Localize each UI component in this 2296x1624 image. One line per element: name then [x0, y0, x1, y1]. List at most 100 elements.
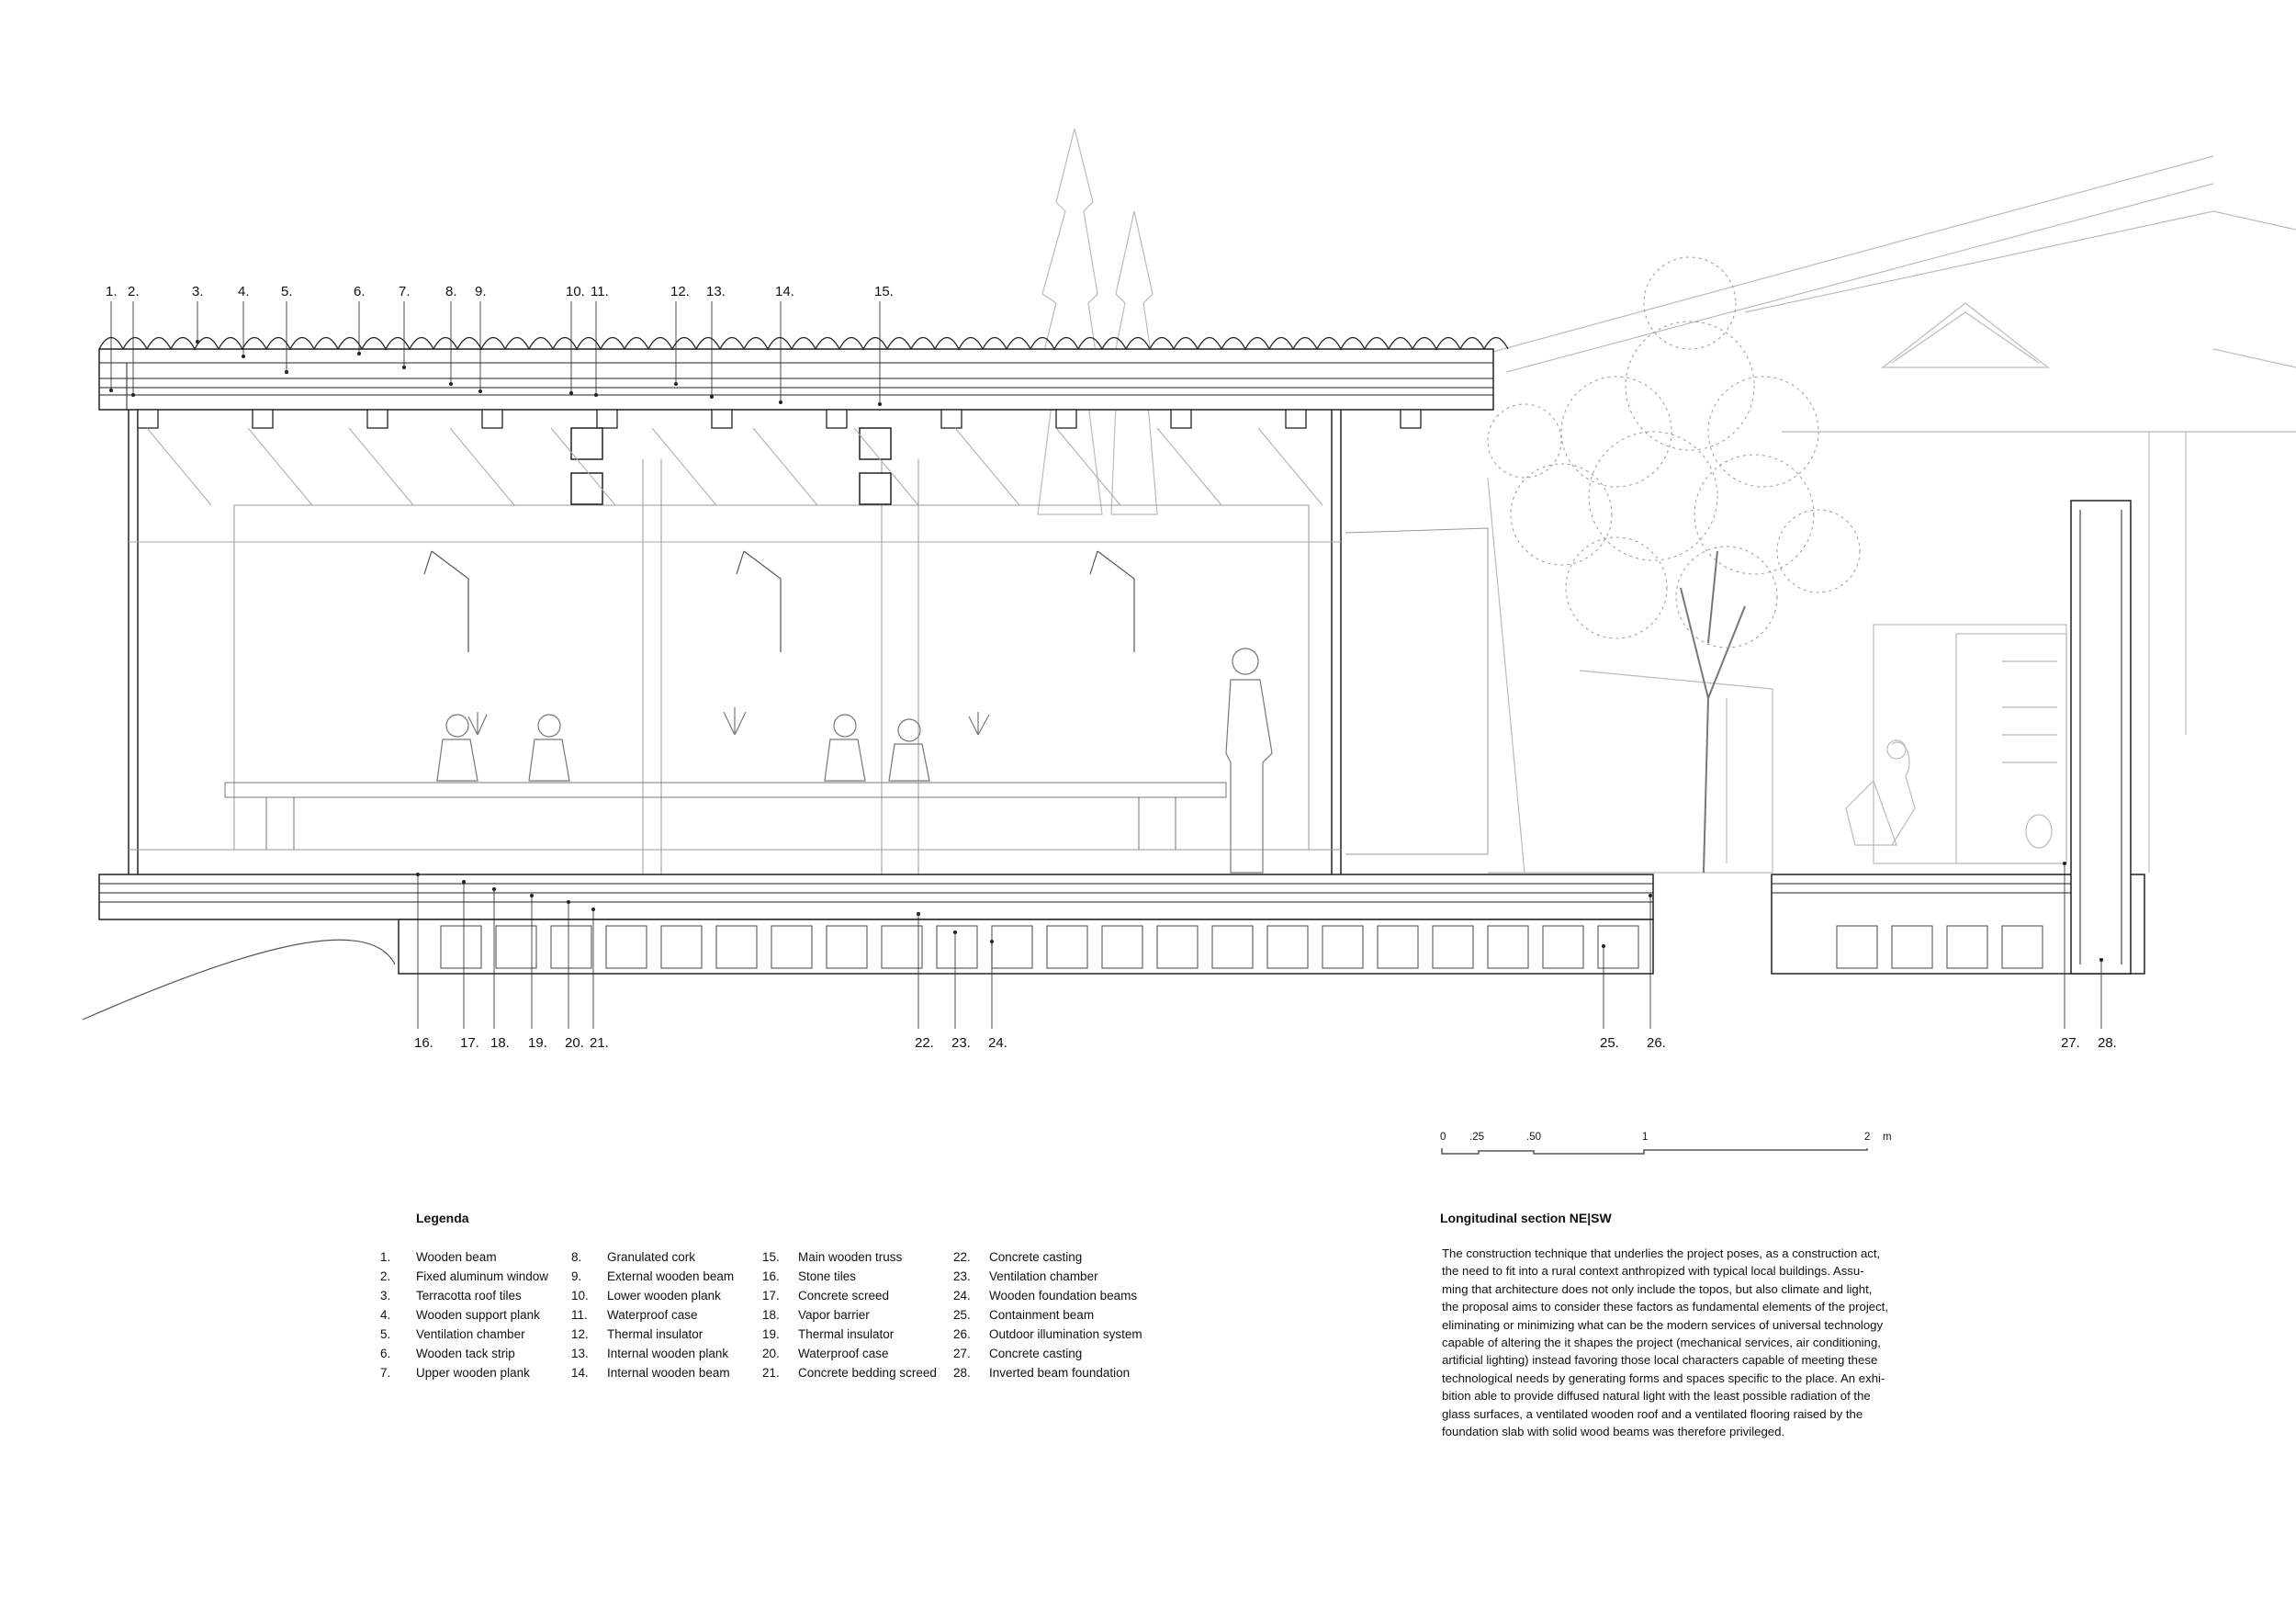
- scale-tick-050: .50: [1526, 1132, 1541, 1143]
- description-line: eliminating or minimizing what can be th…: [1442, 1317, 1884, 1332]
- description-line: technological needs by generating forms …: [1442, 1370, 1885, 1385]
- wooden-beam: [826, 409, 848, 429]
- legend-item-label: Wooden foundation beams: [989, 1289, 1138, 1303]
- scale-unit: m: [1883, 1132, 1892, 1143]
- wooden-foundation-beam: [1156, 925, 1199, 969]
- main-wooden-truss: [570, 427, 603, 460]
- legend-item-label: Wooden beam: [416, 1250, 497, 1264]
- legend-item-number: 25.: [953, 1308, 971, 1322]
- callout-label-top: 14.: [775, 284, 794, 299]
- scale-tick-2: 2: [1864, 1132, 1871, 1143]
- callout-labels: 1.2.3.4.5.6.7.8.9.10.11.12.13.14.15.16.1…: [106, 284, 2117, 1051]
- tree-foliage: [1560, 376, 1672, 488]
- description-line: foundation slab with solid wood beams wa…: [1442, 1425, 1785, 1439]
- legend-item-number: 24.: [953, 1289, 971, 1303]
- tree-foliage: [1694, 454, 1815, 575]
- wooden-foundation-beam: [1597, 925, 1639, 969]
- legend-item-number: 3.: [380, 1289, 391, 1303]
- wall-lamp: [423, 550, 469, 652]
- leader-dot: [1649, 894, 1652, 897]
- leader-dot: [109, 389, 113, 392]
- scale-bar-line: [1441, 1148, 1868, 1155]
- wooden-beam: [252, 409, 274, 429]
- tree-foliage: [1643, 256, 1737, 350]
- wooden-foundation-beam: [1266, 925, 1309, 969]
- rafter: [550, 427, 616, 506]
- wooden-beam: [137, 409, 159, 429]
- rafter: [954, 427, 1020, 506]
- legend-item-number: 20.: [762, 1347, 780, 1360]
- wooden-foundation-beam: [605, 925, 647, 969]
- wooden-foundation-beam: [1836, 925, 1878, 969]
- description-line: The construction technique that underlie…: [1442, 1246, 1881, 1260]
- tree-foliage: [1510, 463, 1613, 566]
- wooden-foundation-beam: [1542, 925, 1584, 969]
- leader-dot: [449, 382, 453, 386]
- leader-dot: [402, 366, 406, 369]
- wooden-foundation-beam: [1946, 925, 1988, 969]
- wooden-beam: [366, 409, 388, 429]
- legend-item-number: 10.: [571, 1289, 589, 1303]
- main-wooden-truss: [570, 472, 603, 505]
- wooden-beam: [1170, 409, 1192, 429]
- rafter: [752, 427, 818, 506]
- callout-label-top: 7.: [399, 284, 411, 299]
- leader-dot: [710, 395, 714, 399]
- leader-dot: [878, 402, 882, 406]
- rafter: [1257, 427, 1323, 506]
- callout-label-top: 15.: [874, 284, 894, 299]
- callout-label-top: 9.: [475, 284, 487, 299]
- description-line: capable of altering the it shapes the pr…: [1442, 1336, 1881, 1350]
- leader-dot: [917, 912, 920, 916]
- leader-dot: [196, 340, 199, 344]
- wooden-foundation-beam: [1101, 925, 1143, 969]
- legend-item-label: Concrete casting: [989, 1347, 1083, 1360]
- callout-label-bottom: 24.: [988, 1035, 1007, 1051]
- wooden-foundation-beam: [1432, 925, 1474, 969]
- leader-dot: [492, 887, 496, 891]
- legend-item-label: Fixed aluminum window: [416, 1269, 549, 1283]
- legend-item-label: Concrete casting: [989, 1250, 1083, 1264]
- legend-item-label: Outdoor illumination system: [989, 1327, 1142, 1341]
- legend-item-number: 19.: [762, 1327, 780, 1341]
- legend-item-label: Internal wooden beam: [607, 1366, 730, 1380]
- rafter: [449, 427, 515, 506]
- description-line: the need to fit into a rural context ant…: [1442, 1264, 1864, 1279]
- generated-elements: [98, 336, 2043, 969]
- people-figures: [436, 648, 1273, 874]
- leader-dot: [478, 389, 482, 393]
- legend-item-number: 11.: [571, 1308, 588, 1322]
- callout-label-top: 5.: [281, 284, 293, 299]
- legend-item-label: Main wooden truss: [798, 1250, 903, 1264]
- description-line: artificial lighting) instead favoring th…: [1442, 1353, 1878, 1368]
- rafter: [146, 427, 212, 506]
- rafter: [1055, 427, 1121, 506]
- leader-dot: [569, 391, 573, 395]
- callout-label-bottom: 28.: [2098, 1035, 2117, 1051]
- legend-item-label: Wooden support plank: [416, 1308, 540, 1322]
- leader-dot: [357, 352, 361, 355]
- callout-label-top: 11.: [591, 284, 609, 299]
- wooden-foundation-beam: [1211, 925, 1254, 969]
- legend-item-label: External wooden beam: [607, 1269, 735, 1283]
- callout-label-bottom: 19.: [528, 1035, 547, 1051]
- legend-item-number: 26.: [953, 1327, 971, 1341]
- legend-item-number: 8.: [571, 1250, 582, 1264]
- wooden-foundation-beam: [881, 925, 923, 969]
- main-wooden-truss: [859, 472, 892, 505]
- wooden-beam: [711, 409, 733, 429]
- wooden-foundation-beam: [440, 925, 482, 969]
- callout-label-bottom: 17.: [460, 1035, 479, 1051]
- wooden-beam: [1285, 409, 1307, 429]
- legend-item-label: Wooden tack strip: [416, 1347, 515, 1360]
- legend-item-label: Concrete screed: [798, 1289, 890, 1303]
- callout-label-bottom: 18.: [490, 1035, 510, 1051]
- legend-item-label: Thermal insulator: [798, 1327, 895, 1341]
- callout-label-bottom: 20.: [565, 1035, 584, 1051]
- callout-label-bottom: 27.: [2061, 1035, 2080, 1051]
- tree-foliage: [1707, 376, 1819, 488]
- legend-item-number: 9.: [571, 1269, 582, 1283]
- callout-label-top: 4.: [238, 284, 250, 299]
- callout-label-top: 13.: [706, 284, 726, 299]
- callout-label-top: 3.: [192, 284, 204, 299]
